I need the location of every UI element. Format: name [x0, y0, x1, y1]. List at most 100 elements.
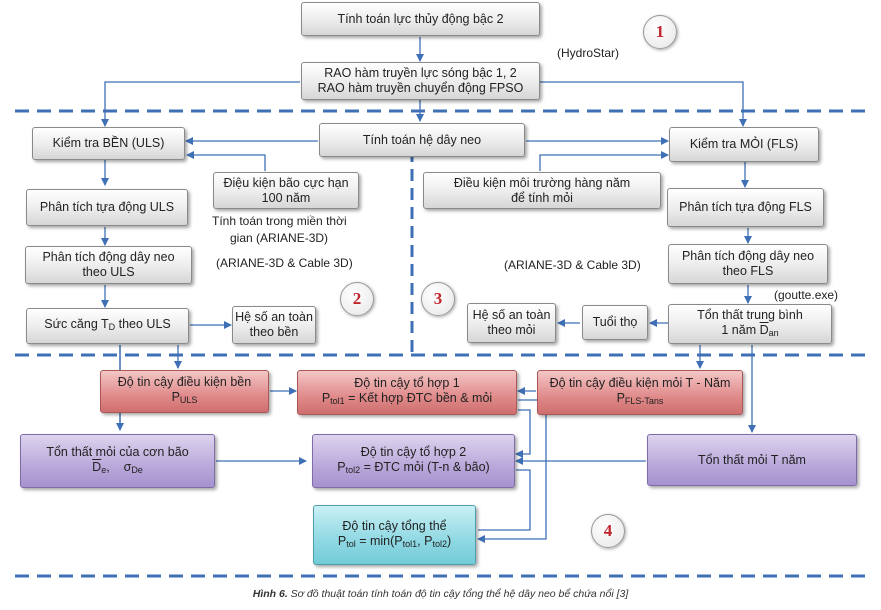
- combination-1-box: Độ tin cậy tổ hợp 1 Ptol1 = Kết hợp ĐTC …: [297, 370, 517, 415]
- fatigue-reliability-box: Độ tin cậy điều kiện mỏi T - Năm PFLS-Ta…: [537, 370, 743, 415]
- ariane-label-left: (ARIANE-3D & Cable 3D): [216, 256, 353, 270]
- strength-reliability-line-2: PULS: [172, 390, 198, 408]
- mooring-calc-box: Tính toán hệ dây neo: [319, 123, 525, 157]
- combination-1-line-2: Ptol1 = Kết hợp ĐTC bền & mỏi: [322, 391, 492, 409]
- storm-damage-d-subscript: e: [101, 464, 107, 475]
- tension-text: Sức căng T: [44, 317, 109, 331]
- min-prefix: = min(P: [355, 533, 403, 548]
- strength-check-box: Kiểm tra BỀN (ULS): [32, 127, 185, 160]
- p-tol1-subscript: tol1: [330, 396, 345, 406]
- storm-damage-box: Tổn thất mỏi của cơn bão De, σDe: [20, 434, 215, 488]
- overall-reliability-line-1: Độ tin cậy tổng thể: [342, 518, 447, 533]
- p-tol-symbol: P: [337, 533, 347, 548]
- hydrodynamic-force-box: Tính toán lực thủy động bậc 2: [301, 2, 540, 36]
- storm-damage-d-symbol: D: [92, 459, 102, 474]
- rao-transfer-box: RAO hàm truyền lực sóng bậc 1, 2 RAO hàm…: [301, 62, 540, 100]
- time-domain-line-2: gian (ARIANE-3D): [230, 231, 329, 245]
- rao-line-2: RAO hàm truyền chuyển động FPSO: [317, 81, 524, 95]
- p-fls-subscript: FLS-Tans: [624, 396, 664, 406]
- mooring-calc-label: Tính toán hệ dây neo: [362, 132, 482, 147]
- figure-caption: Hình 6. Sơ đồ thuật toán tính toán độ ti…: [0, 588, 881, 600]
- extreme-storm-line-2: 100 năm: [261, 190, 311, 205]
- hydrodynamic-force-label: Tính toán lực thủy động bậc 2: [337, 11, 504, 26]
- dynamic-uls-line-1: Phân tích động dây neo: [42, 250, 175, 264]
- combination-1-formula: = Kết hợp ĐTC bền & mỏi: [344, 391, 493, 405]
- quasi-static-fls-label: Phân tích tựa động FLS: [679, 200, 812, 214]
- fatigue-check-box: Kiểm tra MỎI (FLS): [669, 127, 819, 162]
- fatigue-reliability-line-2: PFLS-Tans: [617, 391, 664, 409]
- p-tol2-subscript: tol2: [345, 464, 361, 475]
- dynamic-fls-line-1: Phân tích động dây neo: [681, 249, 815, 263]
- t-year-damage-box: Tổn thất mỏi T năm: [647, 434, 857, 486]
- sf-strength-line-2: theo bền: [249, 325, 299, 339]
- step-badge-1: 1: [643, 15, 677, 49]
- t-year-damage-label: Tổn thất mỏi T năm: [698, 452, 806, 467]
- overall-reliability-box: Độ tin cậy tổng thể Ptol = min(Ptol1, Pt…: [313, 505, 476, 565]
- p-uls-subscript: ULS: [179, 395, 198, 405]
- dynamic-uls-box: Phân tích động dây neo theo ULS: [25, 246, 192, 284]
- annual-env-line-1: Điều kiện môi trường hàng năm: [453, 175, 631, 190]
- quasi-static-uls-label: Phân tích tựa động ULS: [39, 200, 175, 214]
- storm-damage-line-1: Tổn thất mỏi của cơn bão: [46, 444, 189, 459]
- sf-strength-line-1: Hệ số an toàn: [235, 310, 313, 324]
- tension-subscript: D: [108, 322, 116, 332]
- p-tol-subscript: tol: [346, 538, 356, 549]
- p-tol2-symbol: P: [337, 459, 346, 474]
- annual-env-box: Điều kiện môi trường hàng năm để tính mỏ…: [423, 172, 661, 209]
- lifetime-label: Tuổi thọ: [592, 315, 638, 329]
- fatigue-reliability-line-1: Độ tin cậy điều kiện mỏi T - Năm: [549, 376, 731, 390]
- p-tol1-symbol: P: [321, 391, 331, 405]
- dynamic-uls-line-2: theo ULS: [82, 265, 135, 279]
- quasi-static-fls-box: Phân tích tựa động FLS: [667, 188, 824, 227]
- fatigue-check-label: Kiểm tra MỎI (FLS): [689, 137, 799, 151]
- combination-2-line-1: Độ tin cậy tổ hợp 2: [360, 444, 467, 459]
- strength-reliability-line-1: Độ tin cậy điều kiện bền: [117, 375, 252, 389]
- mean-damage-symbol: D: [759, 322, 769, 337]
- rao-line-1: RAO hàm truyền lực sóng bậc 1, 2: [324, 66, 517, 80]
- storm-damage-sigma-subscript: De: [131, 464, 143, 475]
- tension-uls-label: Sức căng TD theo ULS: [44, 317, 171, 335]
- tension-uls-box: Sức căng TD theo ULS: [26, 308, 189, 344]
- extreme-storm-box: Điệu kiện bão cực hạn 100 năm: [213, 172, 359, 209]
- step-badge-4: 4: [591, 514, 625, 548]
- tension-suffix: theo ULS: [115, 317, 171, 331]
- combination-2-line-2: Ptol2 = ĐTC mỏi (T-n & bão): [337, 460, 489, 478]
- mean-damage-prefix: 1 năm: [721, 322, 760, 337]
- sf-fatigue-line-1: Hệ số an toàn: [472, 308, 551, 322]
- min-comma: , P: [417, 533, 433, 548]
- p-uls-symbol: P: [171, 390, 180, 404]
- combination-1-line-1: Độ tin cậy tổ hợp 1: [354, 376, 460, 390]
- mean-damage-box: Tổn thất trung bình 1 năm Dan: [668, 304, 832, 344]
- time-domain-line-1: Tính toán trong miền thời: [212, 214, 347, 228]
- combination-2-formula: = ĐTC mỏi (T-n & bão): [360, 459, 490, 474]
- mean-damage-line-2: 1 năm Dan: [721, 323, 778, 341]
- figure-number: Hình 6.: [252, 588, 288, 600]
- ariane-label-right: (ARIANE-3D & Cable 3D): [504, 258, 641, 272]
- strength-check-label: Kiểm tra BỀN (ULS): [52, 136, 165, 150]
- p-fls-symbol: P: [616, 391, 625, 405]
- lifetime-box: Tuổi thọ: [582, 305, 648, 340]
- goutte-label: (goutte.exe): [774, 288, 839, 302]
- safety-factor-fatigue-box: Hệ số an toàn theo mỏi: [467, 303, 556, 343]
- storm-damage-line-2: De, σDe: [92, 459, 143, 475]
- hydrostar-label: (HydroStar): [557, 46, 620, 60]
- mean-damage-line-1: Tổn thất trung bình: [697, 307, 803, 322]
- min-close: ): [446, 533, 452, 548]
- extreme-storm-line-1: Điệu kiện bão cực hạn: [223, 175, 349, 190]
- mean-damage-subscript: an: [768, 327, 779, 338]
- figure-caption-text: Sơ đồ thuật toán tính toán độ tin cậy tổ…: [287, 588, 629, 600]
- step-badge-3: 3: [421, 282, 455, 316]
- strength-reliability-box: Độ tin cậy điều kiện bền PULS: [100, 370, 269, 413]
- storm-damage-sigma-symbol: σ: [123, 459, 132, 474]
- dynamic-fls-line-2: theo FLS: [722, 264, 774, 278]
- combination-2-box: Độ tin cậy tổ hợp 2 Ptol2 = ĐTC mỏi (T-n…: [312, 434, 515, 488]
- overall-reliability-line-2: Ptol = min(Ptol1, Ptol2): [338, 534, 451, 552]
- annual-env-line-2: để tính mỏi: [511, 190, 573, 205]
- quasi-static-uls-box: Phân tích tựa động ULS: [26, 189, 188, 226]
- step-badge-2: 2: [340, 282, 374, 316]
- min-sub-2: tol2: [432, 538, 447, 549]
- dynamic-fls-box: Phân tích động dây neo theo FLS: [668, 244, 828, 284]
- safety-factor-strength-box: Hệ số an toàn theo bền: [232, 306, 316, 344]
- sf-fatigue-line-2: theo mỏi: [487, 323, 536, 337]
- min-sub-1: tol1: [402, 538, 418, 549]
